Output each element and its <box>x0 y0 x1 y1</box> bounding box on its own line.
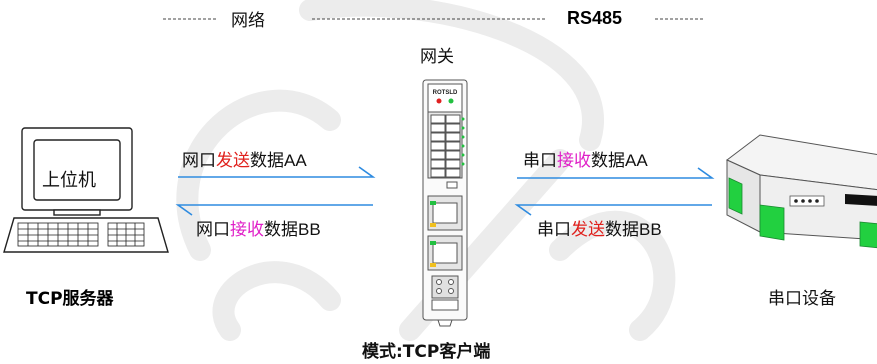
arrow-send-right <box>178 166 376 178</box>
right-arrows <box>514 167 715 216</box>
mode-label: 模式:TCP客户端 <box>362 342 491 362</box>
flow-left-top: 网口发送数据AA <box>182 146 307 171</box>
flow-right-top-a: 串口 <box>523 151 557 171</box>
flow-right-bottom-c: 数据 <box>605 220 639 240</box>
flow-left-bottom-c: 数据 <box>264 220 298 240</box>
left-arrows <box>175 166 376 216</box>
computer-icon <box>3 127 169 253</box>
watermark-stroke <box>176 89 341 261</box>
flow-right-bottom-b: 发送 <box>571 220 605 240</box>
flow-right-bottom-a: 串口 <box>537 220 571 240</box>
serial-device-icon <box>726 134 877 249</box>
flow-right-top: 串口接收数据AA <box>523 146 648 171</box>
flow-left-top-a: 网口 <box>182 151 216 171</box>
flow-left-top-b: 发送 <box>216 151 250 171</box>
tcp-server-label: TCP服务器 <box>26 289 114 309</box>
flow-right-bottom-d: BB <box>639 220 662 239</box>
flow-left-top-d: AA <box>284 151 307 170</box>
arrow-right-top <box>517 167 715 179</box>
watermark-stroke <box>212 261 341 341</box>
computer-screen-text: 上位机 <box>42 170 96 191</box>
watermark-stroke <box>549 210 676 341</box>
flow-left-bottom: 网口接收数据BB <box>196 215 321 240</box>
flow-right-top-d: AA <box>625 151 648 170</box>
watermark-stroke <box>299 0 604 151</box>
gateway-label: 网关 <box>420 47 454 67</box>
flow-left-bottom-d: BB <box>298 220 321 239</box>
rs485-label: RS485 <box>567 8 623 28</box>
flow-left-bottom-a: 网口 <box>196 220 230 240</box>
flow-right-bottom: 串口发送数据BB <box>537 215 662 240</box>
flow-right-top-c: 数据 <box>591 151 625 171</box>
svg-text:ROTSLD: ROTSLD <box>433 90 458 96</box>
serial-device-label: 串口设备 <box>768 289 836 309</box>
gateway-icon: ROTSLD <box>422 79 468 327</box>
flow-right-top-b: 接收 <box>557 151 591 171</box>
network-label: 网络 <box>231 11 265 31</box>
flow-left-bottom-b: 接收 <box>230 220 264 240</box>
arrow-right-bottom <box>514 204 712 216</box>
flow-left-top-c: 数据 <box>250 151 284 171</box>
arrow-receive-left <box>175 204 373 216</box>
